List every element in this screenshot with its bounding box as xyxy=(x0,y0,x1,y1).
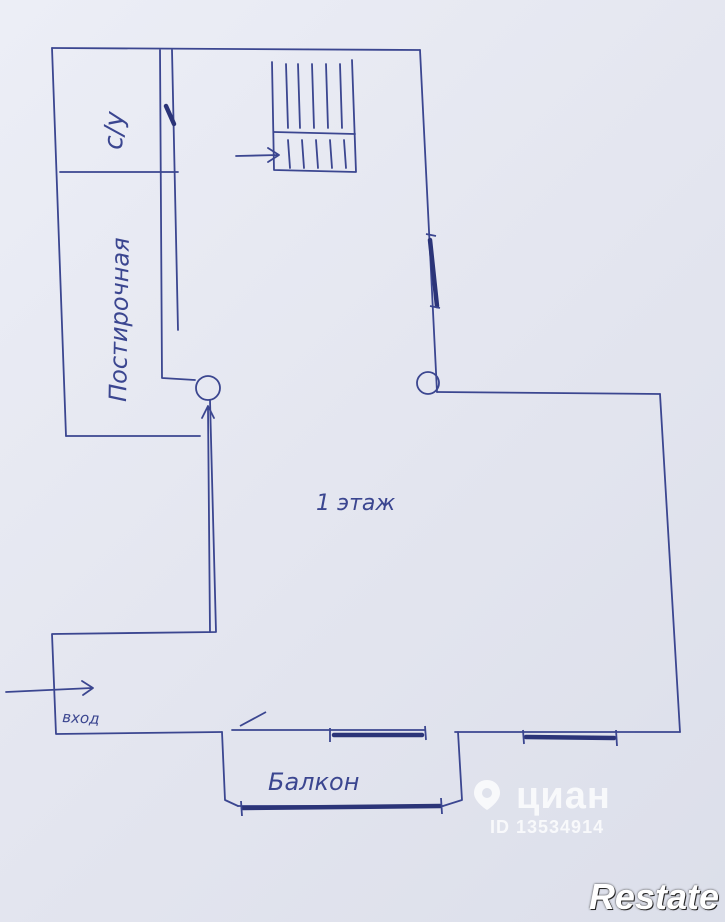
window-tick-1 xyxy=(425,233,441,309)
column-arrow xyxy=(201,405,215,633)
wall-corridor xyxy=(51,399,223,735)
window-right-wall xyxy=(427,237,440,309)
label-bathroom: с/у xyxy=(99,110,130,150)
window-tick-2 xyxy=(329,725,427,742)
stair-arrow xyxy=(235,147,280,163)
map-pin-icon xyxy=(474,780,500,810)
wall-balcony xyxy=(221,731,463,807)
column-right xyxy=(416,371,440,395)
window-tick-3 xyxy=(522,729,618,747)
entrance-arrow xyxy=(5,680,94,696)
wall-left-upper xyxy=(51,47,67,437)
label-floor: 1 этаж xyxy=(316,491,395,516)
column-left xyxy=(195,375,221,401)
label-laundry: Постирочная xyxy=(104,237,135,402)
window-tick-4 xyxy=(240,797,443,817)
label-entrance: вход xyxy=(62,708,100,728)
restate-logo: Restate xyxy=(588,876,719,917)
door-swing xyxy=(239,711,267,727)
wall-top xyxy=(51,47,421,51)
wall-bathroom-divider xyxy=(159,49,196,381)
wall-inner-right xyxy=(171,49,179,331)
window-balcony xyxy=(240,803,443,811)
watermark-brand: циан xyxy=(516,775,611,817)
door-mark-bathroom xyxy=(163,103,177,127)
wall-main-top xyxy=(436,391,661,395)
wall-main-right xyxy=(659,393,681,733)
stairs-outline xyxy=(271,59,357,173)
watermark-id: ID 13534914 xyxy=(490,817,605,837)
window-bottom-right xyxy=(523,734,617,741)
label-balcony: Балкон xyxy=(268,768,359,796)
stairs-steps xyxy=(285,63,347,169)
cian-watermark: циан ID 13534914 xyxy=(468,776,611,838)
wall-right-upper xyxy=(419,49,438,393)
stairs-landing xyxy=(273,131,356,135)
